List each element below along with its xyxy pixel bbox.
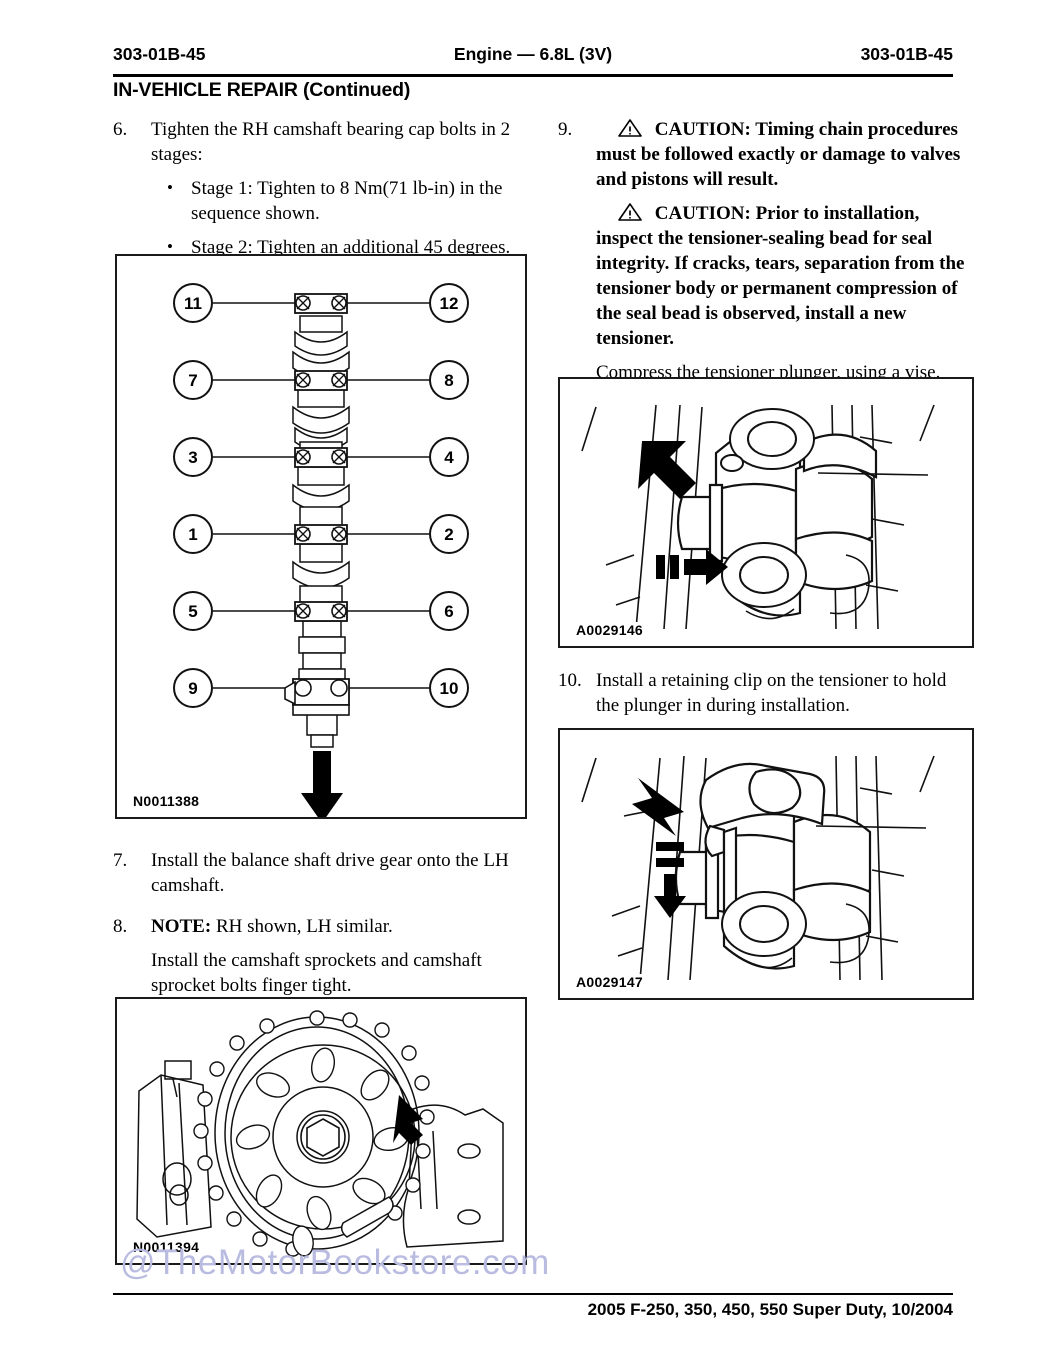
caution-2-label: CAUTION: xyxy=(654,203,751,224)
callout-5: 5 xyxy=(188,602,197,621)
caution-2: CAUTION: Prior to installation, inspect … xyxy=(596,201,970,351)
clip-arrow-icon xyxy=(632,778,684,836)
step-8-number: 8. xyxy=(113,916,128,937)
callout-1: 1 xyxy=(188,525,197,544)
warning-triangle-icon xyxy=(618,119,642,137)
figure-id-camshaft: N0011388 xyxy=(131,793,202,809)
step-8-text: Install the camshaft sprockets and camsh… xyxy=(151,950,482,996)
callout-11: 11 xyxy=(184,294,202,313)
callout-2: 2 xyxy=(444,525,453,544)
caution-2-text: Prior to installation, inspect the tensi… xyxy=(596,203,965,349)
step-7-number: 7. xyxy=(113,850,128,871)
tensioner-clip-illustration xyxy=(581,755,935,981)
callout-10: 10 xyxy=(440,679,459,698)
warning-triangle-icon-2 xyxy=(618,203,642,221)
header-title: Engine — 6.8L (3V) xyxy=(453,44,613,64)
step-8: 8. NOTE: RH shown, LH similar. Install t… xyxy=(113,914,525,998)
header-left-code: 303-01B-45 xyxy=(113,44,206,64)
page-header: 303-01B-45 Engine — 6.8L (3V) 303-01B-45 xyxy=(113,44,953,70)
camshaft-illustration: 11 12 7 8 3 4 1 2 5 6 9 10 xyxy=(173,283,469,817)
callout-7: 7 xyxy=(188,371,197,390)
note-label: NOTE: xyxy=(151,916,212,937)
callout-9: 9 xyxy=(188,679,197,698)
callout-8: 8 xyxy=(444,371,453,390)
motion-arrow-icon xyxy=(656,549,728,585)
left-column-lower: 7. Install the balance shaft drive gear … xyxy=(113,848,525,1011)
step-10-number: 10. xyxy=(558,670,582,691)
step-6-bullet-1: Stage 1: Tighten to 8 Nm(71 lb-in) in th… xyxy=(165,175,525,226)
callout-3: 3 xyxy=(188,448,197,467)
caution-1-text: Timing chain procedures must be followed… xyxy=(596,119,961,190)
step-9: 9. CAUTION: Timing chain procedures must… xyxy=(558,117,970,385)
tensioner-compress-illustration xyxy=(581,404,935,630)
step-6-number: 6. xyxy=(113,119,128,140)
caution-1-label: CAUTION: xyxy=(654,119,751,140)
note-text: RH shown, LH similar. xyxy=(215,916,393,937)
sprocket-illustration xyxy=(136,1010,504,1257)
step-9-number: 9. xyxy=(558,119,573,140)
header-divider xyxy=(113,74,953,77)
section-title: IN-VEHICLE REPAIR (Continued) xyxy=(113,79,411,101)
figure-tensioner-retaining-clip: A0029147 xyxy=(558,728,974,1000)
compress-arrow-icon xyxy=(638,441,696,499)
step-7: 7. Install the balance shaft drive gear … xyxy=(113,848,525,898)
step-6-bullet-2: Stage 2: Tighten an additional 45 degree… xyxy=(165,234,525,260)
caution-1: CAUTION: Timing chain procedures must be… xyxy=(596,117,970,192)
callout-12: 12 xyxy=(440,294,459,313)
right-column: 9. CAUTION: Timing chain procedures must… xyxy=(558,117,970,398)
step-10: 10. Install a retaining clip on the tens… xyxy=(558,668,970,718)
figure-id-tensioner-clip: A0029147 xyxy=(574,974,646,990)
step-7-text: Install the balance shaft drive gear ont… xyxy=(151,850,509,896)
left-column: 6. Tighten the RH camshaft bearing cap b… xyxy=(113,117,525,273)
figure-camshaft-sprocket: N0011394 xyxy=(115,997,527,1265)
figure-tensioner-compress: A0029146 xyxy=(558,377,974,648)
watermark: @TheMotorBookstore.com xyxy=(120,1243,550,1282)
figure-id-sprocket: N0011394 xyxy=(131,1239,202,1255)
step-10-text: Install a retaining clip on the tensione… xyxy=(596,670,947,716)
step-6-bullets: Stage 1: Tighten to 8 Nm(71 lb-in) in th… xyxy=(151,175,525,260)
step-6-text: Tighten the RH camshaft bearing cap bolt… xyxy=(151,119,511,165)
downward-motion-arrow-icon xyxy=(654,842,686,918)
figure-id-tensioner-compress: A0029146 xyxy=(574,622,646,638)
header-right-code: 303-01B-45 xyxy=(860,44,953,64)
pointer-arrow-icon xyxy=(393,1095,423,1145)
figure-camshaft-bolt-sequence: 11 12 7 8 3 4 1 2 5 6 9 10 N0011388 xyxy=(115,254,527,819)
step-6: 6. Tighten the RH camshaft bearing cap b… xyxy=(113,117,525,260)
step-8-note: NOTE: RH shown, LH similar. xyxy=(151,914,525,939)
callout-6: 6 xyxy=(444,602,453,621)
footer-divider xyxy=(113,1293,953,1295)
right-column-lower: 10. Install a retaining clip on the tens… xyxy=(558,668,970,731)
footer-text: 2005 F-250, 350, 450, 550 Super Duty, 10… xyxy=(587,1300,953,1319)
direction-arrow-icon xyxy=(301,751,343,817)
callout-4: 4 xyxy=(444,448,454,467)
